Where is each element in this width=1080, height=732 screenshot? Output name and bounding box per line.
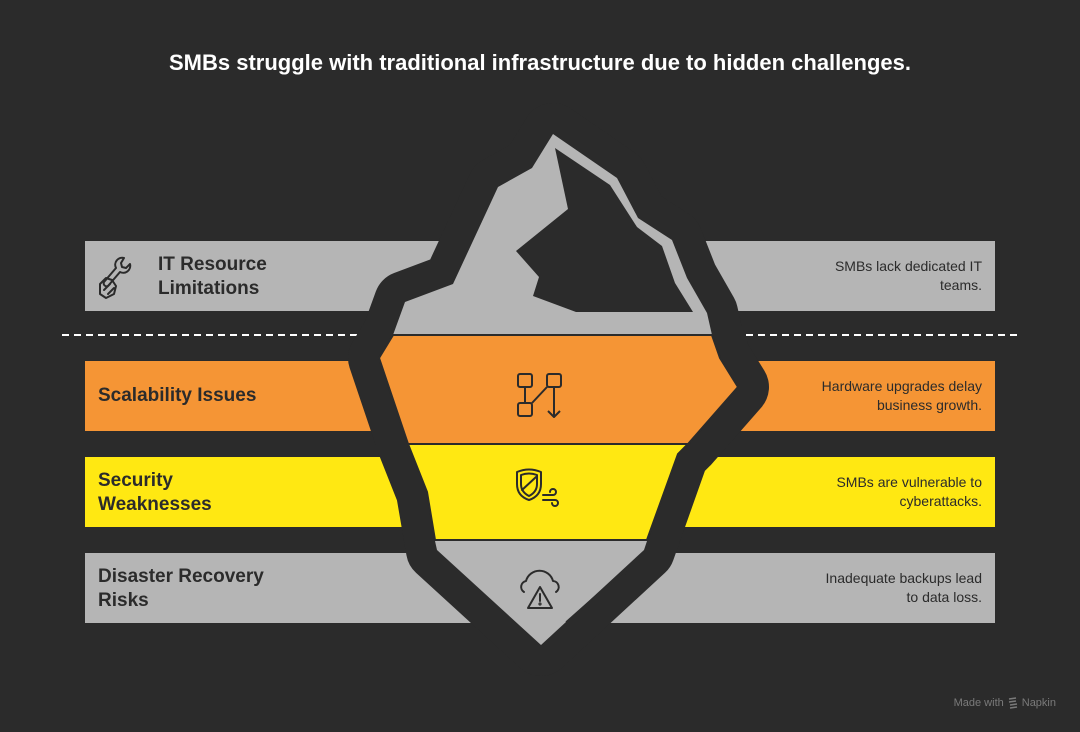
watermark: Made with Napkin bbox=[954, 697, 1056, 709]
watermark-brand: Napkin bbox=[1021, 697, 1056, 709]
row-label-disaster: Disaster Recovery Risks bbox=[98, 566, 264, 611]
cloud-warning-icon bbox=[520, 569, 560, 609]
page-title: SMBs struggle with traditional infrastru… bbox=[169, 50, 911, 75]
iceberg-band-scalability bbox=[377, 334, 740, 445]
shield-wind-icon bbox=[516, 468, 559, 507]
wrench-hand-icon bbox=[99, 256, 132, 299]
row-label-scalability: Scalability Issues bbox=[98, 385, 257, 406]
napkin-logo-icon bbox=[1008, 697, 1017, 709]
row-label-it-resource: IT Resource Limitations bbox=[158, 254, 267, 299]
flow-diagram-icon bbox=[517, 373, 562, 418]
iceberg-shadow bbox=[516, 148, 693, 312]
watermark-made-with: Made with bbox=[953, 697, 1004, 709]
iceberg-crack bbox=[565, 571, 628, 623]
iceberg-band-disaster bbox=[435, 541, 647, 645]
iceberg-band-security bbox=[406, 443, 691, 541]
row-description-disaster: Inadequate backups lead to data loss. bbox=[825, 570, 982, 605]
row-description-it-resource: SMBs lack dedicated IT teams. bbox=[834, 258, 982, 293]
row-description-scalability: Hardware upgrades delay business growth. bbox=[821, 378, 982, 413]
row-description-security: SMBs are vulnerable to cyberattacks. bbox=[836, 474, 982, 509]
row-label-security: Security Weaknesses bbox=[98, 470, 212, 515]
